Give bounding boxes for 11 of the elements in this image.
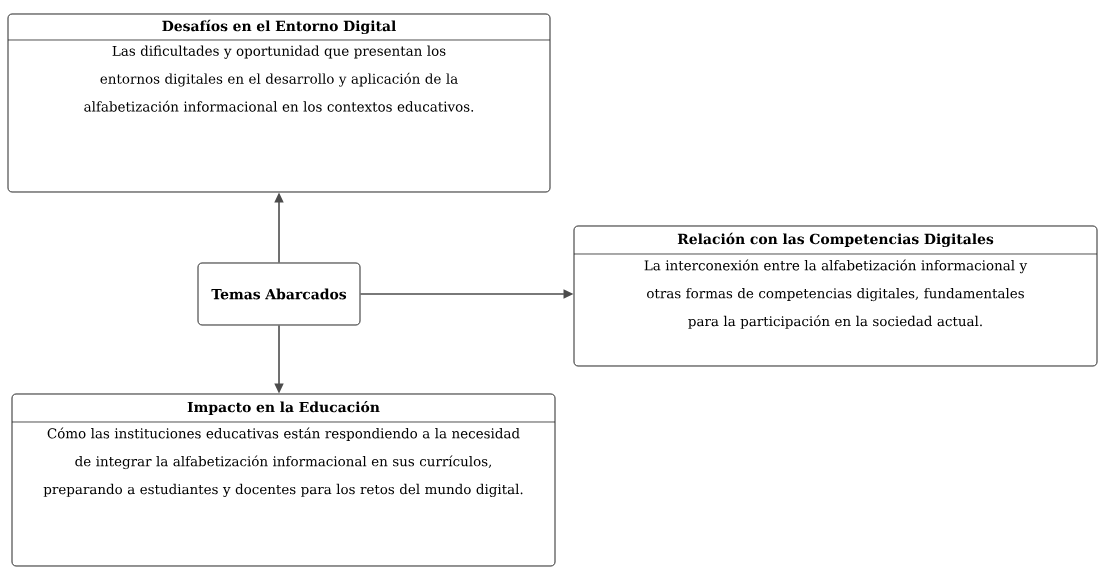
box-text: Cómo las instituciones educativas están respondiendo a la necesidad de integrar la alfabetización informacional en sus currículos, preparando a estudiantes y docentes para los retos del mundo digital. xyxy=(43,427,523,498)
node-label: Temas Abarcados xyxy=(211,288,347,300)
topic-card xyxy=(7,13,551,193)
box-heading: Desafíos en el Entorno Digital xyxy=(162,19,396,35)
box-text: La interconexión entre la alfabetización informacional y otras formas de competencias digitales, fundamentales para la participación en la sociedad actual. xyxy=(644,259,1028,329)
topic-card xyxy=(573,225,1098,367)
box-heading: Relación con las Competencias Digitales xyxy=(677,232,994,248)
topic-box xyxy=(197,262,361,326)
box-heading: Impacto en la Educación xyxy=(187,400,380,416)
topic-card xyxy=(11,393,556,567)
box-text: Las dificultades y oportunidad que presentan los entornos digitales en el desarrollo y aplicación de la alfabetización informacional en los contextos educativos. xyxy=(84,45,474,112)
